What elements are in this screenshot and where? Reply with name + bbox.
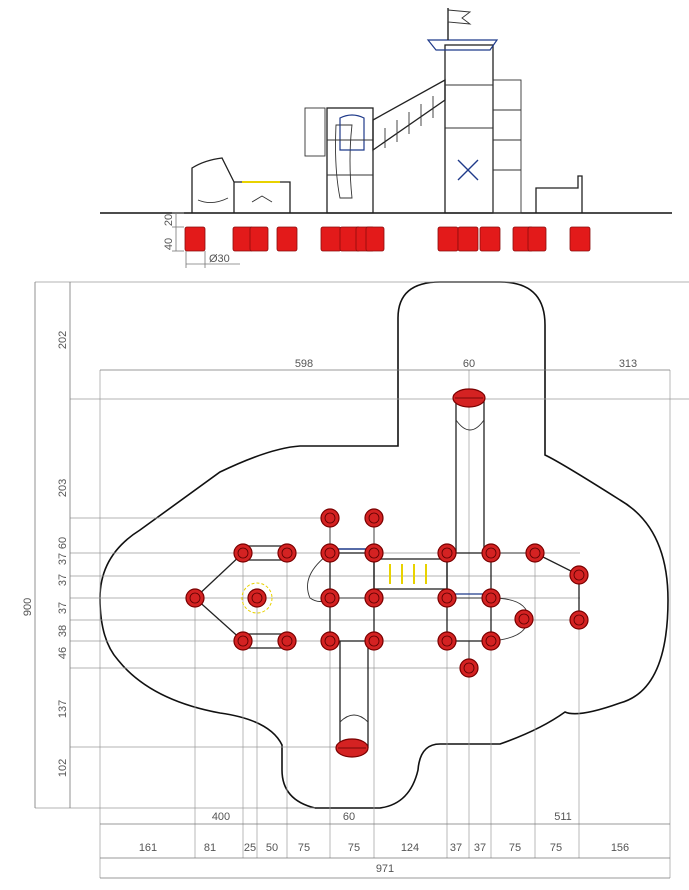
- total-width-label: 971: [376, 863, 394, 875]
- elevation-view: 40 20 Ø30: [100, 8, 672, 268]
- post: [364, 543, 384, 563]
- depth-span-label: 37: [57, 602, 69, 614]
- elevation-tower-1: [304, 107, 374, 214]
- plan-slide-top: [452, 388, 486, 553]
- width-span-label: 598: [295, 358, 313, 370]
- chain-span-label: 75: [550, 842, 562, 854]
- post: [320, 588, 340, 608]
- post: [569, 565, 589, 585]
- footing: [249, 226, 269, 252]
- elevation-ramp: [372, 78, 446, 152]
- depth-span-label: 37: [57, 574, 69, 586]
- elevation-height-label: 20: [163, 214, 175, 226]
- chain-span-label: 50: [266, 842, 278, 854]
- plan-guide-lines: [35, 281, 689, 878]
- post: [364, 588, 384, 608]
- post: [320, 508, 340, 528]
- total-depth-label: 900: [22, 598, 34, 616]
- depth-span-label: 37: [57, 553, 69, 565]
- post: [364, 631, 384, 651]
- footing: [276, 226, 298, 252]
- depth-span-label: 102: [57, 759, 69, 777]
- plan-bridge: [373, 558, 448, 590]
- plan-tower-right: [446, 552, 529, 668]
- footing: [437, 226, 459, 252]
- post: [320, 631, 340, 651]
- post: [233, 543, 253, 563]
- post: [437, 588, 457, 608]
- footing: [527, 226, 547, 252]
- elevation-height-label: 40: [163, 238, 175, 250]
- post: [459, 658, 479, 678]
- width-span-label: 511: [554, 811, 572, 823]
- post: [569, 610, 589, 630]
- depth-span-label: 46: [57, 647, 69, 659]
- safety-zone-outline: [99, 281, 669, 809]
- elevation-panel-unit: [191, 157, 291, 213]
- chain-span-label: 75: [348, 842, 360, 854]
- elevation-dimensions: 40 20 Ø30: [163, 212, 240, 268]
- post: [481, 588, 501, 608]
- plan-view: 900 202 203 60 37 37 37 38 46 137 102 59…: [22, 281, 689, 879]
- post: [185, 588, 205, 608]
- post: [247, 588, 267, 608]
- plan-dimensions: 900 202 203 60 37 37 37 38 46 137 102 59…: [22, 282, 670, 879]
- depth-span-label: 203: [57, 479, 69, 497]
- width-span-label: 60: [343, 811, 355, 823]
- plan-posts: [185, 508, 589, 678]
- chain-span-label: 75: [298, 842, 310, 854]
- width-span-label: 400: [212, 811, 230, 823]
- plan-slide-bottom: [335, 641, 369, 758]
- post: [437, 543, 457, 563]
- footing: [479, 226, 501, 252]
- depth-span-label: 38: [57, 625, 69, 637]
- post: [233, 631, 253, 651]
- footing: [365, 226, 385, 252]
- post: [320, 543, 340, 563]
- post: [437, 631, 457, 651]
- chain-span-label: 156: [611, 842, 629, 854]
- post: [525, 543, 545, 563]
- post: [277, 543, 297, 563]
- elevation-tower-2: [426, 8, 522, 214]
- depth-span-label: 60: [57, 537, 69, 549]
- chain-span-label: 124: [401, 842, 419, 854]
- plan-tower-left: [307, 518, 375, 642]
- depth-span-label: 137: [57, 700, 69, 718]
- width-span-label: 313: [619, 358, 637, 370]
- chain-span-label: 25: [244, 842, 256, 854]
- depth-span-label: 202: [57, 331, 69, 349]
- post: [514, 609, 534, 629]
- elevation-small-panel: [535, 175, 583, 213]
- width-span-label: 60: [463, 358, 475, 370]
- footing: [320, 226, 342, 252]
- post: [481, 631, 501, 651]
- footing: [569, 226, 591, 252]
- chain-span-label: 81: [204, 842, 216, 854]
- post: [364, 508, 384, 528]
- footing: [184, 226, 206, 252]
- chain-span-label: 37: [450, 842, 462, 854]
- chain-span-label: 75: [509, 842, 521, 854]
- chain-span-label: 37: [474, 842, 486, 854]
- footing-diameter-label: Ø30: [209, 253, 230, 265]
- post: [481, 543, 501, 563]
- post: [277, 631, 297, 651]
- chain-span-label: 161: [139, 842, 157, 854]
- elevation-footings: [184, 226, 591, 252]
- footing: [457, 226, 479, 252]
